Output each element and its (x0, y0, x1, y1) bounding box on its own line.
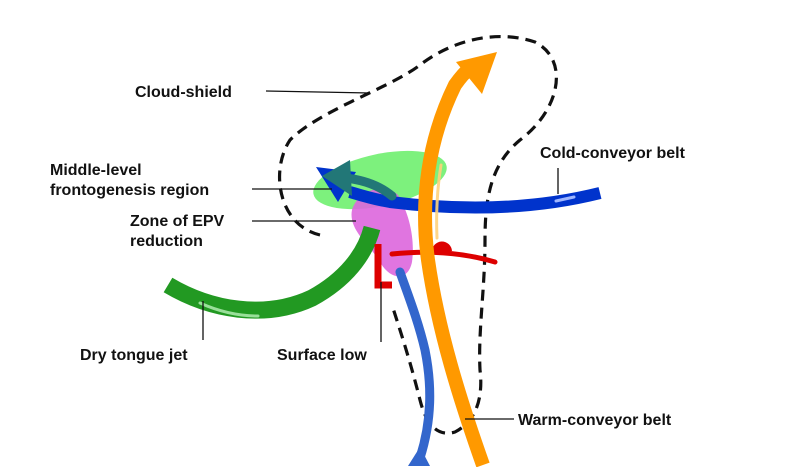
dry-tongue-jet (163, 225, 381, 319)
dry-tongue-highlight (198, 301, 260, 318)
surface-front-line (389, 249, 498, 265)
zone-epv-label-line2: reduction (130, 233, 203, 250)
cloud-shield-leader (265, 90, 371, 94)
middle-level-label-line1: Middle-level (50, 162, 142, 179)
cloud-shield-outline (277, 35, 558, 435)
cloud-shield-label: Cloud-shield (135, 84, 232, 101)
cloud-shield-outline-halo (275, 32, 561, 438)
warm-conveyor-label: Warm-conveyor belt (518, 412, 672, 429)
cold-conveyor-label: Cold-conveyor belt (540, 145, 686, 162)
dry-tongue-label: Dry tongue jet (80, 347, 188, 364)
lower-branch-arrowhead (408, 447, 430, 466)
middle-level-label-line2: frontogenesis region (50, 182, 209, 199)
warm-conveyor-belt (418, 62, 490, 467)
dark-green-arrowhead (322, 160, 352, 196)
surface-low-marker (374, 244, 392, 289)
zone-epv-label-line1: Zone of EPV (130, 213, 225, 230)
cold-conveyor-highlight (554, 195, 576, 203)
lower-cold-conveyor-branch (395, 267, 435, 463)
surface-low-label: Surface low (277, 347, 367, 364)
warm-conveyor-highlight (435, 163, 443, 240)
warm-front-bump (431, 241, 452, 252)
warm-conveyor-arrowhead (456, 52, 497, 94)
